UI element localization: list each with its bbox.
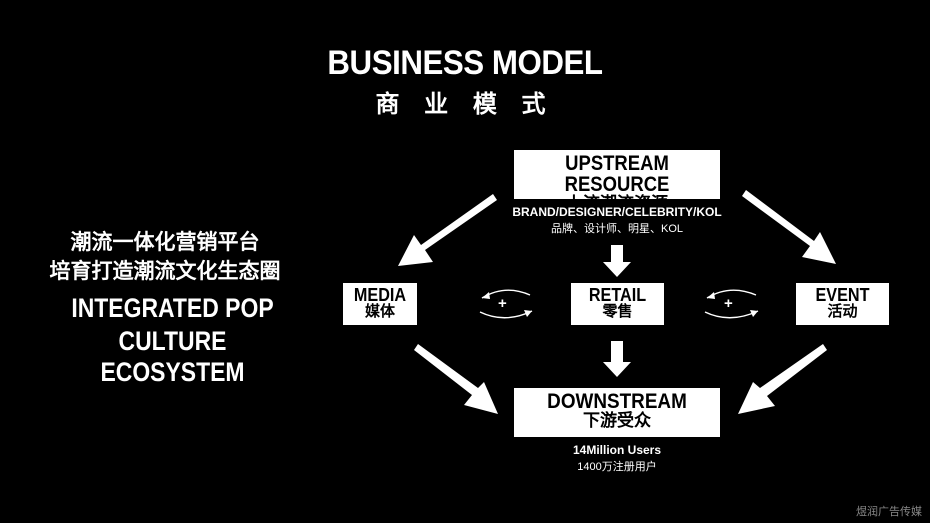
upstream-sub-en: BRAND/DESIGNER/CELEBRITY/KOL xyxy=(512,205,722,219)
upstream-sub-cn: 品牌、设计师、明星、KOL xyxy=(550,223,683,235)
media-box: MEDIA 媒体 xyxy=(343,283,417,325)
upstream-resource-box: UPSTREAM RESOURCE 上流潮流资源 xyxy=(514,150,720,213)
left-chinese-line-1: 潮流一体化营销平台 xyxy=(70,231,260,254)
retail-box: RETAIL 零售 xyxy=(571,283,664,325)
downstream-box: DOWNSTREAM 下游受众 xyxy=(514,388,720,437)
media-label-en: MEDIA xyxy=(353,285,407,305)
retail-label-cn: 零售 xyxy=(602,303,633,320)
watermark: 煜润广告传媒 xyxy=(856,506,922,518)
title-chinese: 商 业 模 式 xyxy=(375,91,555,118)
exchange-arrows-media-retail xyxy=(479,289,533,319)
title-english: BUSINESS MODEL xyxy=(327,44,603,82)
downstream-label-en: DOWNSTREAM xyxy=(547,390,687,413)
exchange-arrows-retail-event xyxy=(704,289,759,319)
event-label-cn: 活动 xyxy=(827,303,858,320)
downstream-sub-en: 14Million Users xyxy=(572,443,662,457)
arrow-event-to-downstream xyxy=(738,344,827,414)
arrow-upstream-to-retail xyxy=(603,245,631,277)
arrow-media-to-downstream xyxy=(414,344,498,414)
downstream-sub-cn: 1400万注册用户 xyxy=(577,461,657,473)
left-english-line-2: CULTURE ECOSYSTEM xyxy=(100,326,245,387)
plus-sign-right: + xyxy=(724,295,733,312)
arrow-retail-to-downstream xyxy=(603,341,631,377)
left-chinese-line-2: 培育打造潮流文化生态圈 xyxy=(49,260,281,283)
media-label-cn: 媒体 xyxy=(364,303,395,320)
arrow-upstream-to-media xyxy=(398,194,497,266)
upstream-label-cn: 上流潮流资源 xyxy=(566,194,668,213)
retail-label-en: RETAIL xyxy=(588,285,647,305)
plus-sign-left: + xyxy=(498,295,507,312)
left-english-line-1: INTEGRATED POP xyxy=(71,293,274,323)
arrow-upstream-to-event xyxy=(742,190,836,264)
downstream-label-cn: 下游受众 xyxy=(583,411,651,430)
event-box: EVENT 活动 xyxy=(796,283,889,325)
event-label-en: EVENT xyxy=(815,285,870,305)
upstream-label-en: UPSTREAM RESOURCE xyxy=(564,152,670,196)
